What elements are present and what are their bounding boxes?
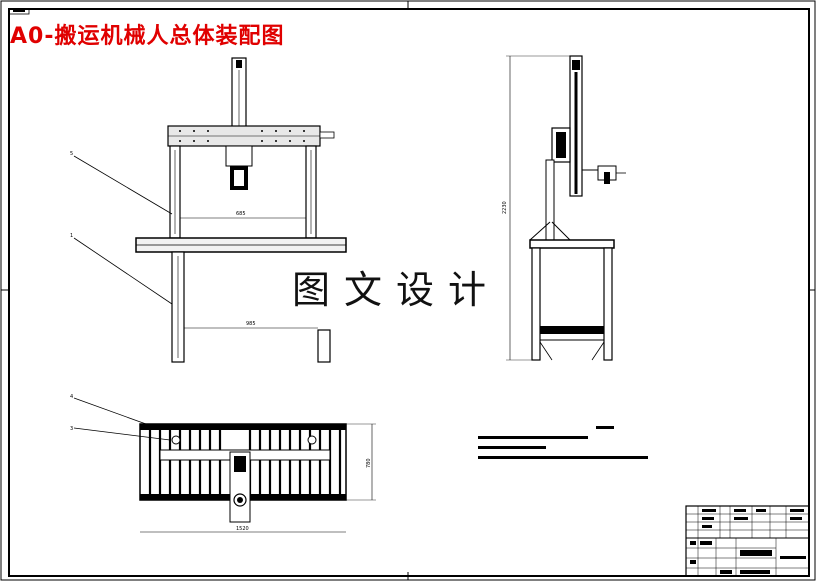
inner-border xyxy=(8,8,810,577)
dim-front-lower: 985 xyxy=(246,321,256,327)
technical-notes xyxy=(478,426,648,459)
drawing-title: A0-搬运机械人总体装配图 xyxy=(10,24,285,49)
drawing-number-box xyxy=(8,8,30,15)
balloon-4: 3 xyxy=(70,426,73,432)
dim-top-depth: 780 xyxy=(366,458,372,468)
dim-top-width: 1520 xyxy=(236,526,249,532)
dim-side-height: 2230 xyxy=(502,201,508,214)
balloon-1: 5 xyxy=(70,151,73,157)
side-view: 2230 xyxy=(502,55,626,361)
front-view: 685 985 5 1 xyxy=(70,57,347,363)
dim-front-upper: 685 xyxy=(236,211,246,217)
top-view: 1520 780 4 3 xyxy=(70,394,376,533)
watermark-text: 图文设计 xyxy=(288,266,505,314)
balloon-2: 1 xyxy=(70,233,73,239)
balloon-3: 4 xyxy=(70,394,73,400)
title-block xyxy=(685,505,810,577)
